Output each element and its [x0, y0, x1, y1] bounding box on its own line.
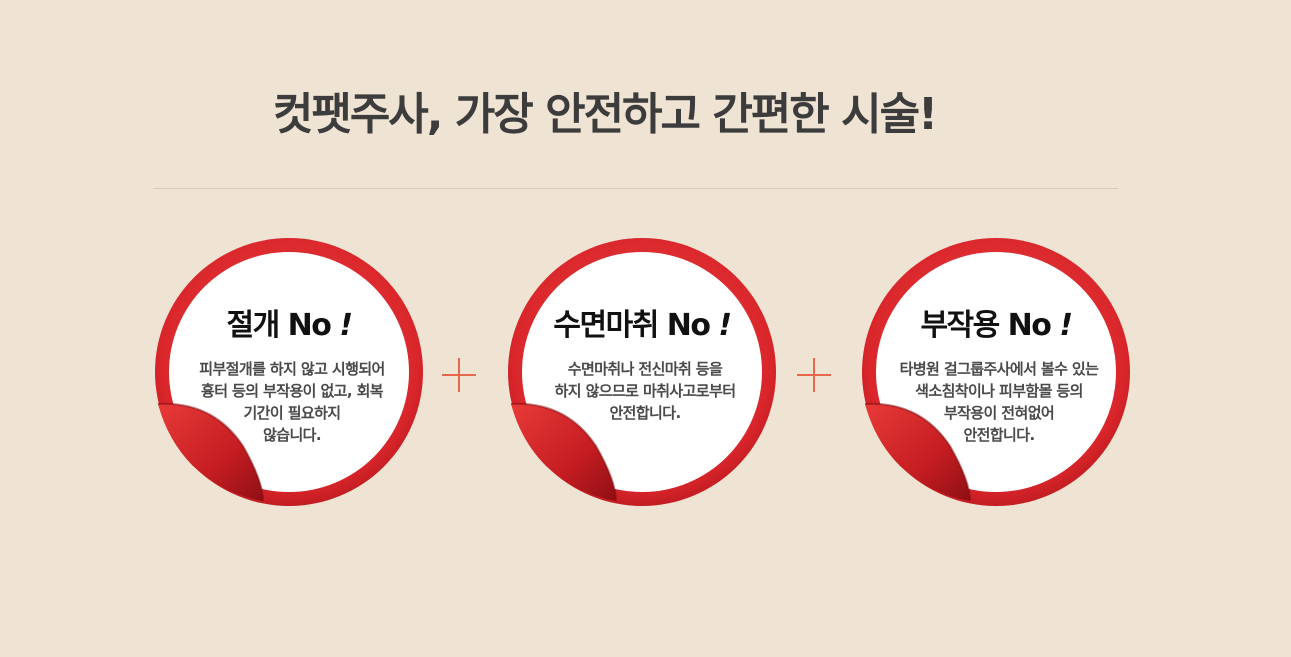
- badge-title: 수면마취 No !: [553, 308, 732, 343]
- page-headline: 컷팻주사, 가장 안전하고 간편한 시술!: [272, 89, 938, 140]
- badge-description: 피부절개를 하지 않고 시행되어 흉터 등의 부작용이 없고, 회복 기간이 필…: [199, 360, 385, 444]
- badge-no-incision: 절개 No ! 피부절개를 하지 않고 시행되어 흉터 등의 부작용이 없고, …: [153, 236, 425, 508]
- sticker-graphic: [508, 238, 776, 506]
- divider: [153, 188, 1118, 189]
- plus-icon: [442, 358, 476, 392]
- badge-description: 타병원 걸그룹주사에서 볼수 있는 색소침착이나 피부함몰 등의 부작용이 전혀…: [899, 360, 1099, 444]
- badge-no-sedation: 수면마취 No ! 수면마취나 전신마취 등을 하지 않으므로 마취사고로부터 …: [506, 236, 778, 508]
- sticker-graphic: [862, 238, 1130, 506]
- badge-description: 수면마취나 전신마취 등을 하지 않으므로 마취사고로부터 안전합니다.: [554, 360, 736, 422]
- badge-title: 절개 No !: [226, 308, 353, 343]
- badge-title: 부작용 No !: [920, 308, 1073, 343]
- sticker-graphic: [155, 238, 423, 506]
- plus-icon: [797, 358, 831, 392]
- badge-no-side-effects: 부작용 No ! 타병원 걸그룹주사에서 볼수 있는 색소침착이나 피부함몰 등…: [860, 236, 1132, 508]
